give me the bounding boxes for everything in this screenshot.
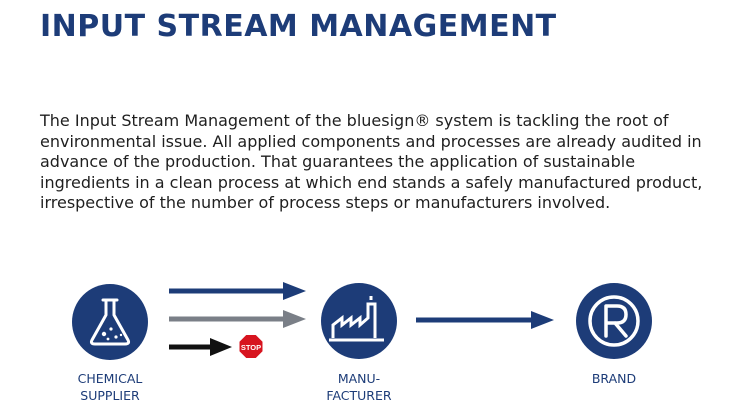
brand-circle <box>576 283 652 359</box>
registered-r-icon <box>588 295 640 347</box>
brand-node <box>576 283 652 359</box>
chemical-supplier-label-line1: CHEMICAL <box>77 371 143 386</box>
manufacturer-node <box>321 283 397 359</box>
manufacturer-label-line1: MANU- <box>337 371 381 386</box>
factory-icon <box>329 296 384 342</box>
brand-label: BRAND <box>564 370 664 387</box>
manufacturer-label-line2: FACTURER <box>326 388 392 403</box>
gray-arrow <box>169 310 306 328</box>
manufacturer-to-brand-arrow <box>416 311 554 329</box>
chemical-supplier-node <box>72 284 148 360</box>
manufacturer-label: MANU- FACTURER <box>309 370 409 404</box>
description-paragraph: The Input Stream Management of the blues… <box>40 111 703 212</box>
page-title: INPUT STREAM MANAGEMENT <box>40 9 557 44</box>
stop-sign-text: STOP <box>241 343 261 352</box>
stop-sign-icon: STOP <box>238 334 264 359</box>
chemical-supplier-label: CHEMICAL SUPPLIER <box>60 370 160 404</box>
chemical-supplier-label-line2: SUPPLIER <box>80 388 140 403</box>
chemical-supplier-circle <box>72 284 148 360</box>
brand-label-line1: BRAND <box>591 371 637 386</box>
blue-arrow <box>169 282 306 300</box>
black-arrow <box>169 338 232 356</box>
flask-icon <box>89 298 131 346</box>
